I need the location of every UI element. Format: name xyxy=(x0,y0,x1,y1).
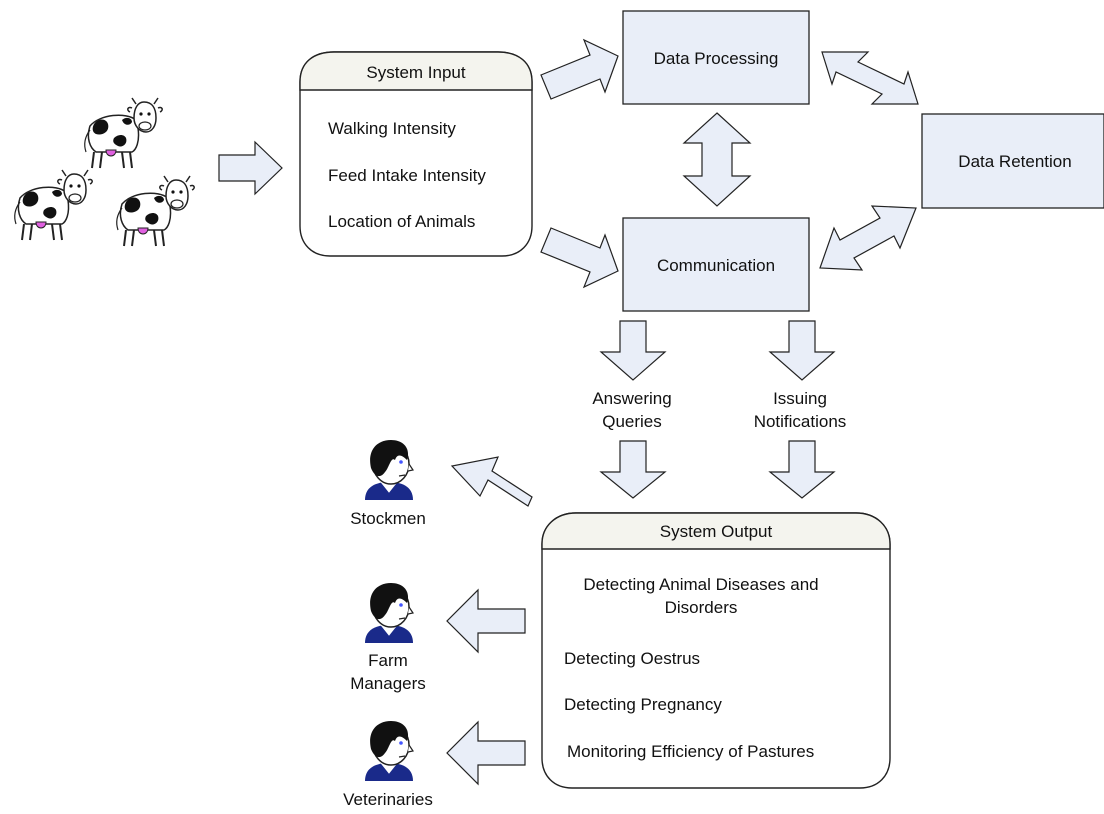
arrow-input-to-communication xyxy=(540,227,619,289)
data-retention-box: Data Retention xyxy=(921,113,1104,209)
arrow-cows-to-input xyxy=(218,140,283,196)
communication-label: Communication xyxy=(657,256,775,275)
arrow-down-queries xyxy=(599,320,667,381)
double-arrow-processing-communication xyxy=(682,112,752,207)
communication-box: Communication xyxy=(622,217,810,312)
veterinaries-label: Veterinaries xyxy=(343,790,433,809)
person-icon xyxy=(364,720,414,782)
system-input-title: System Input xyxy=(366,63,465,82)
managers-label: Managers xyxy=(350,674,426,693)
person-icon xyxy=(364,439,414,501)
arrow-to-stockmen xyxy=(450,456,533,507)
output-item-diseases-line2: Disorders xyxy=(665,598,738,617)
person-icon xyxy=(364,582,414,644)
issuing-label: Issuing xyxy=(773,389,827,408)
arrow-down-queries-to-output xyxy=(599,440,667,499)
system-output-box: System Output Detecting Animal Diseases … xyxy=(541,512,891,789)
data-retention-label: Data Retention xyxy=(958,152,1071,171)
data-processing-label: Data Processing xyxy=(654,49,779,68)
arrow-down-notifications-to-output xyxy=(768,440,836,499)
answering-label: Answering xyxy=(592,389,671,408)
data-processing-box: Data Processing xyxy=(622,10,810,105)
output-item-diseases-line1: Detecting Animal Diseases and xyxy=(583,575,818,594)
stockmen-label: Stockmen xyxy=(350,509,426,528)
double-arrow-processing-retention xyxy=(821,51,919,105)
arrow-to-veterinaries xyxy=(446,720,526,786)
input-item-feed: Feed Intake Intensity xyxy=(328,166,486,185)
cow-icon xyxy=(115,175,196,247)
arrow-down-notifications xyxy=(768,320,836,381)
system-input-box: System Input Walking Intensity Feed Inta… xyxy=(299,51,533,257)
output-item-pastures: Monitoring Efficiency of Pastures xyxy=(567,742,814,761)
cow-icon xyxy=(83,97,164,169)
farm-label: Farm xyxy=(368,651,408,670)
output-item-oestrus: Detecting Oestrus xyxy=(564,649,700,668)
notifications-label: Notifications xyxy=(754,412,847,431)
input-item-location: Location of Animals xyxy=(328,212,475,231)
arrow-input-to-processing xyxy=(540,38,619,100)
double-arrow-communication-retention xyxy=(819,205,917,271)
queries-label: Queries xyxy=(602,412,662,431)
input-item-walking: Walking Intensity xyxy=(328,119,456,138)
system-output-title: System Output xyxy=(660,522,773,541)
output-item-pregnancy: Detecting Pregnancy xyxy=(564,695,722,714)
arrow-to-farm-managers xyxy=(446,588,526,654)
cow-icon xyxy=(13,169,94,241)
